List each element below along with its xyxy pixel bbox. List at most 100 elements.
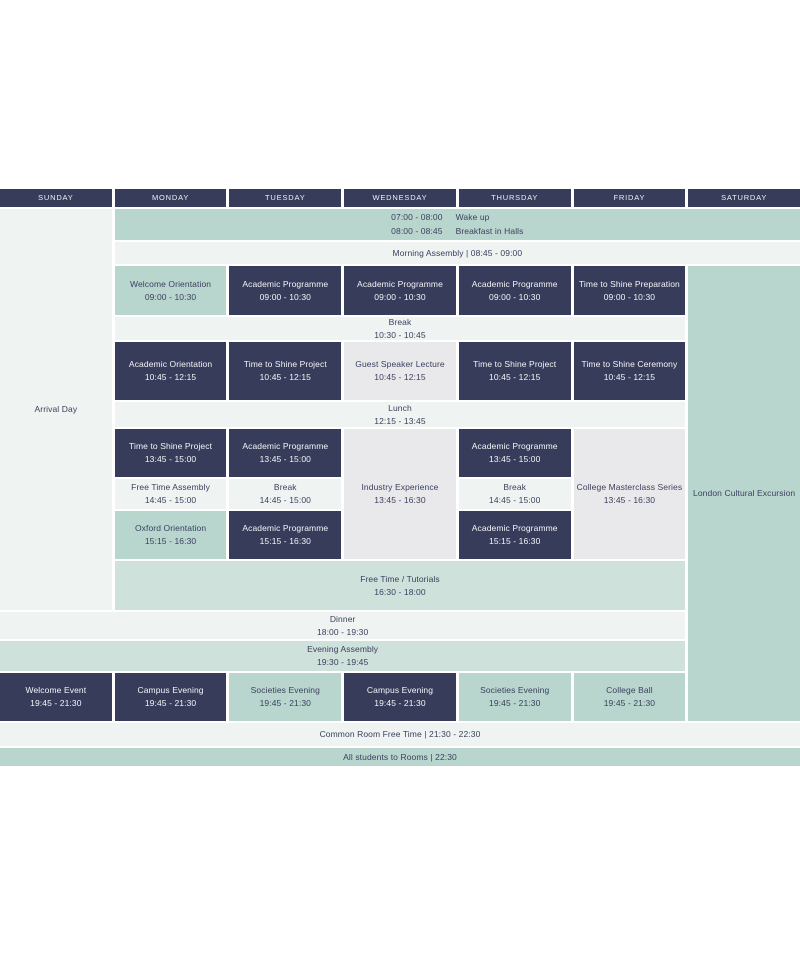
- event-title: Societies Evening: [250, 685, 320, 696]
- oxford-orientation-cell: Oxford Orientation 15:15 - 16:30: [114, 511, 227, 559]
- break-1030-cell: Break 10:30 - 10:45: [114, 317, 686, 340]
- industry-experience-cell: Industry Experience 13:45 - 16:30: [344, 429, 456, 559]
- event-time: 13:45 - 15:00: [489, 454, 541, 464]
- event-title: Time to Shine Preparation: [578, 278, 680, 289]
- event-time: 10:45 - 12:15: [259, 372, 311, 382]
- event-time: 10:45 - 12:15: [489, 372, 541, 382]
- event-title: Academic Programme: [471, 523, 558, 534]
- event-time: 13:45 - 16:30: [603, 495, 656, 505]
- day-header-thursday: THURSDAY: [458, 189, 571, 207]
- event-title: Academic Programme: [471, 441, 558, 452]
- event-title: Welcome Event: [25, 685, 87, 696]
- day-header-label: SUNDAY: [38, 193, 74, 203]
- event-title: Oxford Orientation: [134, 523, 207, 534]
- event-time: 09:00 - 10:30: [144, 291, 197, 302]
- event-time: 15:15 - 16:30: [259, 536, 311, 546]
- event-time: 09:00 - 10:30: [374, 291, 426, 302]
- event-title: Guest Speaker Lecture: [355, 359, 445, 370]
- guest-speaker-lecture-cell: Guest Speaker Lecture 10:45 - 12:15: [344, 342, 456, 400]
- day-header-label: FRIDAY: [613, 193, 646, 203]
- arrival-day-cell: Arrival Day: [0, 209, 112, 610]
- event-time: 10:30 - 10:45: [374, 329, 426, 340]
- event-time: 12:15 - 13:45: [374, 415, 426, 426]
- event-time: 18:00 - 19:30: [316, 626, 369, 637]
- event-title: Academic Programme: [242, 523, 329, 534]
- free-time-tutorials-cell: Free Time / Tutorials 16:30 - 18:00: [114, 561, 686, 610]
- welcome-event-cell: Welcome Event 19:45 - 21:30: [0, 673, 112, 721]
- event-time: 19:45 - 21:30: [144, 698, 197, 708]
- wake-breakfast-block: 07:00 - 08:00 Wake up 08:00 - 08:45 Breakfa…: [391, 211, 523, 238]
- academic-programme-thu-pm-cell: Academic Programme 13:45 - 15:00: [458, 429, 571, 477]
- time-to-shine-project-thu-cell: Time to Shine Project 10:45 - 12:15: [458, 342, 571, 400]
- academic-programme-wed-am-cell: Academic Programme 09:00 - 10:30: [344, 266, 456, 315]
- wake-block-label: Wake up: [455, 212, 490, 223]
- day-header-sunday: SUNDAY: [0, 189, 112, 207]
- event-title: Societies Evening: [480, 685, 550, 696]
- day-header-label: SATURDAY: [721, 193, 768, 203]
- break-tue-1445-cell: Break 14:45 - 15:00: [229, 479, 342, 509]
- event-title: All students to Rooms | 22:30: [343, 751, 457, 762]
- event-title: Campus Evening: [366, 685, 434, 696]
- wake-block-label: Breakfast in Halls: [455, 226, 524, 236]
- event-title: Dinner: [329, 613, 356, 624]
- event-title: Break: [273, 482, 297, 493]
- event-title: Academic Programme: [471, 278, 558, 289]
- event-time: 14:45 - 15:00: [144, 495, 197, 505]
- day-header-label: WEDNESDAY: [372, 193, 428, 203]
- event-title: Academic Orientation: [128, 359, 213, 370]
- event-time: 19:45 - 21:30: [489, 698, 541, 708]
- free-time-assembly-cell: Free Time Assembly 14:45 - 15:00: [114, 479, 227, 509]
- day-header-label: THURSDAY: [491, 193, 539, 203]
- event-time: 19:45 - 21:30: [259, 698, 311, 708]
- event-time: 10:45 - 12:15: [374, 372, 426, 382]
- event-title: College Ball: [606, 685, 653, 696]
- wake-block-time: 07:00 - 08:00: [391, 212, 443, 223]
- campus-evening-mon-cell: Campus Evening 19:45 - 21:30: [114, 673, 227, 721]
- societies-evening-tue-cell: Societies Evening 19:45 - 21:30: [229, 673, 342, 721]
- event-time: 13:45 - 16:30: [374, 495, 426, 505]
- event-title: Free Time Assembly: [131, 482, 210, 493]
- event-title: Break: [388, 317, 412, 327]
- event-title: Arrival Day: [34, 404, 78, 415]
- day-header-friday: FRIDAY: [573, 189, 686, 207]
- event-title: Morning Assembly | 08:45 - 09:00: [392, 247, 523, 258]
- day-header-saturday: SATURDAY: [688, 189, 800, 207]
- event-title: Free Time / Tutorials: [360, 573, 440, 584]
- event-title: Common Room Free Time | 21:30 - 22:30: [319, 729, 481, 740]
- event-title: Time to Shine Ceremony: [581, 359, 678, 370]
- campus-evening-wed-cell: Campus Evening 19:45 - 21:30: [344, 673, 456, 721]
- weekly-schedule-grid: SUNDAY MONDAY TUESDAY WEDNESDAY THURSDAY FRID…: [0, 189, 800, 766]
- event-time: 15:15 - 16:30: [144, 536, 197, 546]
- day-header-wednesday: WEDNESDAY: [344, 189, 456, 207]
- event-title: Industry Experience: [361, 482, 439, 493]
- day-header-label: MONDAY: [151, 193, 190, 203]
- event-time: 09:00 - 10:30: [489, 291, 541, 302]
- event-time: 13:45 - 15:00: [144, 454, 197, 464]
- event-time: 14:45 - 15:00: [259, 495, 311, 505]
- wake-block-time: 08:00 - 08:45: [391, 226, 443, 236]
- event-title: Time to Shine Project: [473, 359, 557, 370]
- event-title: Evening Assembly: [307, 644, 379, 655]
- event-title: Academic Programme: [357, 278, 443, 289]
- event-time: 19:45 - 21:30: [374, 698, 426, 708]
- event-title: Campus Evening: [137, 685, 204, 696]
- event-title: Time to Shine Project: [129, 441, 213, 452]
- event-time: 09:00 - 10:30: [259, 291, 311, 302]
- event-time: 19:45 - 21:30: [30, 698, 82, 708]
- day-header-tuesday: TUESDAY: [229, 189, 342, 207]
- time-to-shine-project-mon-cell: Time to Shine Project 13:45 - 15:00: [114, 429, 227, 477]
- day-header-label: TUESDAY: [265, 193, 306, 203]
- day-header-monday: MONDAY: [114, 189, 227, 207]
- event-time: 16:30 - 18:00: [374, 586, 426, 597]
